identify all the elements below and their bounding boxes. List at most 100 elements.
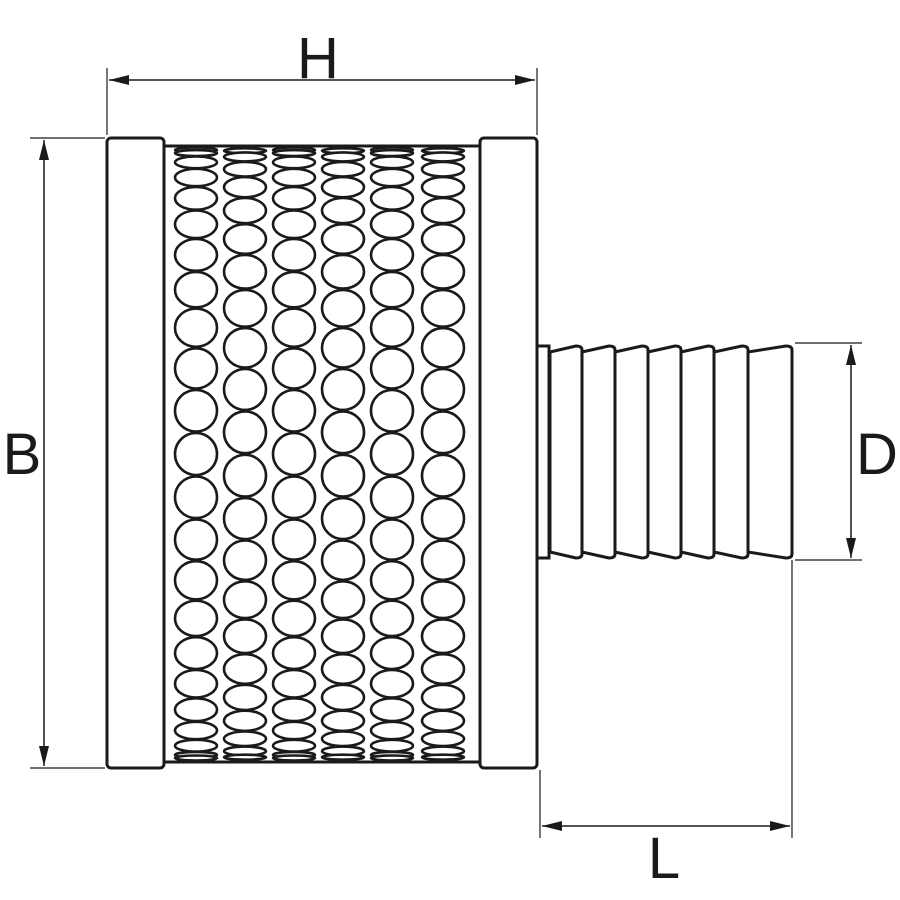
mesh-hole bbox=[369, 167, 415, 188]
hose-barb-connector bbox=[535, 344, 794, 560]
mesh-hole bbox=[271, 388, 317, 433]
mesh-hole bbox=[369, 720, 415, 741]
mesh-hole bbox=[369, 696, 415, 723]
mesh-hole bbox=[222, 367, 268, 412]
barb-ring bbox=[548, 344, 584, 560]
left-end-cap bbox=[105, 136, 166, 770]
mesh-hole bbox=[271, 270, 317, 309]
mesh-hole bbox=[173, 635, 219, 671]
mesh-hole bbox=[222, 410, 268, 455]
mesh-hole bbox=[369, 475, 415, 520]
perforated-mesh bbox=[162, 144, 482, 764]
mesh-hole bbox=[271, 209, 317, 240]
mesh-hole bbox=[420, 730, 466, 748]
mesh-hole bbox=[173, 431, 219, 477]
mesh-hole bbox=[320, 367, 366, 412]
mesh-hole bbox=[173, 720, 219, 741]
dimension-label-b: B bbox=[3, 422, 42, 487]
mesh-hole bbox=[320, 539, 366, 582]
mesh-hole bbox=[222, 539, 268, 582]
mesh-hole bbox=[271, 167, 317, 188]
mesh-hole bbox=[369, 431, 415, 477]
dimension-l: L bbox=[539, 560, 793, 891]
mesh-hole bbox=[420, 539, 466, 582]
mesh-hole bbox=[222, 496, 268, 541]
mesh-hole bbox=[222, 618, 268, 655]
mesh-hole bbox=[173, 754, 219, 762]
mesh-hole bbox=[271, 346, 317, 390]
mesh-hole bbox=[369, 270, 415, 309]
mesh-hole bbox=[222, 288, 268, 328]
mesh-hole bbox=[271, 720, 317, 741]
dimension-label-d: D bbox=[856, 422, 898, 487]
mesh-hole bbox=[271, 155, 317, 170]
mesh-hole bbox=[369, 599, 415, 638]
mesh-hole bbox=[320, 222, 366, 256]
mesh-hole bbox=[320, 175, 366, 199]
mesh-hole bbox=[222, 175, 268, 199]
mesh-hole bbox=[271, 559, 317, 601]
mesh-hole bbox=[173, 185, 219, 212]
dimension-h: H bbox=[106, 26, 538, 135]
mesh-hole bbox=[173, 209, 219, 240]
mesh-hole bbox=[222, 579, 268, 620]
mesh-hole bbox=[420, 175, 466, 199]
mesh-hole bbox=[271, 738, 317, 753]
barb-ring bbox=[712, 344, 750, 560]
mesh-hole bbox=[320, 652, 366, 686]
mesh-hole bbox=[173, 167, 219, 188]
mesh-hole bbox=[320, 196, 366, 225]
mesh-hole bbox=[320, 730, 366, 748]
mesh-hole bbox=[222, 222, 268, 256]
mesh-hole bbox=[173, 307, 219, 349]
mesh-hole bbox=[173, 270, 219, 309]
mesh-hole bbox=[320, 496, 366, 541]
mesh-hole bbox=[222, 160, 268, 178]
dimension-b: B bbox=[3, 137, 105, 769]
barb-ring bbox=[580, 344, 617, 560]
mesh-hole bbox=[420, 367, 466, 412]
barb-ring bbox=[646, 344, 683, 560]
mesh-hole bbox=[420, 709, 466, 733]
mesh-hole bbox=[320, 160, 366, 178]
mesh-hole bbox=[420, 579, 466, 620]
mesh-hole bbox=[369, 518, 415, 562]
mesh-hole bbox=[369, 388, 415, 433]
mesh-hole bbox=[420, 196, 466, 225]
mesh-hole bbox=[420, 496, 466, 541]
mesh-hole bbox=[320, 709, 366, 733]
mesh-hole bbox=[320, 410, 366, 455]
mesh-hole bbox=[320, 253, 366, 290]
mesh-hole bbox=[420, 683, 466, 712]
mesh-hole bbox=[173, 237, 219, 273]
mesh-hole bbox=[369, 155, 415, 170]
mesh-hole bbox=[222, 753, 268, 762]
mesh-hole bbox=[173, 155, 219, 170]
mesh-hole bbox=[369, 635, 415, 671]
mesh-hole bbox=[369, 668, 415, 699]
mesh-holes bbox=[173, 146, 466, 762]
barb-ring bbox=[679, 344, 716, 560]
mesh-hole bbox=[369, 209, 415, 240]
mesh-hole bbox=[320, 753, 366, 762]
mesh-hole bbox=[173, 738, 219, 753]
mesh-hole bbox=[173, 668, 219, 699]
dimension-d: D bbox=[795, 342, 898, 561]
mesh-hole bbox=[173, 346, 219, 390]
mesh-hole bbox=[369, 237, 415, 273]
mesh-hole bbox=[369, 754, 415, 762]
mesh-hole bbox=[222, 453, 268, 498]
mesh-hole bbox=[271, 431, 317, 477]
mesh-hole bbox=[173, 559, 219, 601]
mesh-hole bbox=[320, 683, 366, 712]
mesh-hole bbox=[369, 185, 415, 212]
mesh-hole bbox=[369, 559, 415, 601]
mesh-hole bbox=[320, 618, 366, 655]
barb-ring bbox=[746, 344, 794, 560]
mesh-hole bbox=[173, 475, 219, 520]
dimension-label-h: H bbox=[297, 26, 339, 91]
mesh-hole bbox=[271, 185, 317, 212]
mesh-hole bbox=[173, 518, 219, 562]
mesh-hole bbox=[222, 709, 268, 733]
